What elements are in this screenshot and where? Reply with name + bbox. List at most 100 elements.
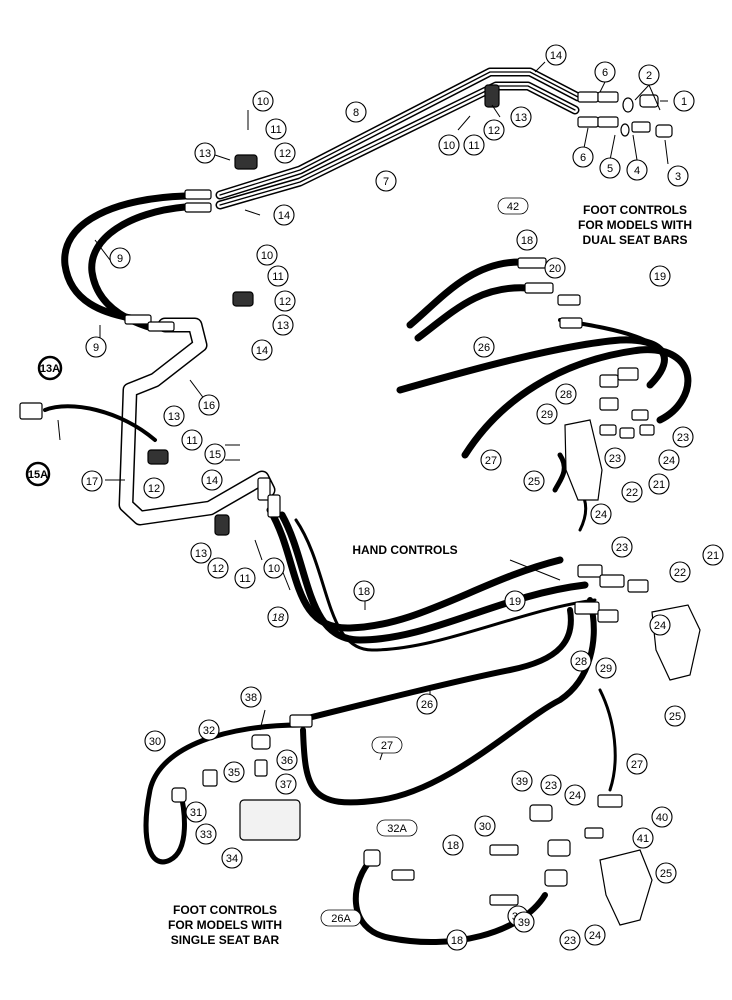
callout-c27c: 27 [626, 753, 648, 775]
callout-number: 1 [681, 96, 687, 108]
foot-single-line-3: SINGLE SEAT BAR [170, 933, 280, 947]
callout-c10d: 10 [263, 557, 285, 579]
callout-number: 24 [589, 930, 601, 942]
callout-c24d: 24 [564, 784, 586, 806]
fittings [19, 84, 701, 926]
callout-number: 23 [545, 780, 557, 792]
callout-c25b: 25 [664, 705, 686, 727]
callout-c22a: 22 [621, 481, 643, 503]
callout-c23b: 23 [604, 447, 626, 469]
callout-c4: 4 [626, 159, 648, 181]
callout-c30a: 30 [144, 730, 166, 752]
callout-number: 14 [256, 345, 268, 357]
callout-c3: 3 [667, 165, 689, 187]
callout-c42: 42 [497, 197, 529, 215]
callout-number: 23 [677, 432, 689, 444]
callout-c11a: 11 [265, 118, 287, 140]
callout-c23d: 23 [540, 774, 562, 796]
callout-c1: 1 [673, 90, 695, 112]
callout-number: 24 [595, 509, 607, 521]
callout-c20: 20 [544, 257, 566, 279]
steel-tubes [118, 67, 583, 526]
callout-number: 10 [261, 250, 273, 262]
foot-single-line-1: FOOT CONTROLS [173, 903, 277, 917]
callout-number: 3 [675, 171, 681, 183]
callout-c14c: 14 [251, 339, 273, 361]
callout-number: 17 [86, 476, 98, 488]
callout-c14b: 14 [273, 204, 295, 226]
callout-number: 12 [212, 563, 224, 575]
hand-controls-label: HAND CONTROLS [352, 543, 458, 557]
callout-c16: 16 [198, 394, 220, 416]
callout-c9a: 9 [109, 247, 131, 269]
callout-number: 23 [616, 542, 628, 554]
callout-number: 18 [272, 612, 285, 624]
callout-number: 14 [206, 475, 218, 487]
callout-number: 22 [626, 487, 638, 499]
callout-c13c: 13 [272, 314, 294, 336]
callout-c12a: 12 [274, 142, 296, 164]
callout-c11e: 11 [234, 567, 256, 589]
callout-number: 26 [478, 342, 490, 354]
callout-c22b: 22 [669, 561, 691, 583]
callout-c23a: 23 [672, 426, 694, 448]
callout-number: 9 [117, 253, 123, 265]
callout-number: 12 [279, 296, 291, 308]
callout-c27b: 27 [371, 736, 403, 754]
callout-c21b: 21 [702, 544, 724, 566]
callout-c23c: 23 [611, 536, 633, 558]
callout-number: 26 [421, 699, 433, 711]
callout-number: 10 [257, 96, 269, 108]
callout-number: 35 [228, 767, 240, 779]
callout-c29a: 29 [536, 403, 558, 425]
callout-c25c: 25 [655, 862, 677, 884]
callout-number: 10 [268, 563, 280, 575]
callout-c12d: 12 [143, 477, 165, 499]
callout-c36: 36 [276, 749, 298, 771]
callout-number: 21 [707, 550, 719, 562]
callout-c10b: 10 [438, 134, 460, 156]
callout-c11b: 11 [463, 134, 485, 156]
callout-c39b: 39 [513, 911, 535, 933]
callout-c23e: 23 [559, 929, 581, 951]
callouts: 1234566789910101010111111111112121212121… [25, 44, 724, 951]
callout-number: 18 [521, 235, 533, 247]
foot-single-line-2: FOR MODELS WITH [168, 918, 282, 932]
callout-c24c: 24 [649, 614, 671, 636]
callout-number: 25 [660, 868, 672, 880]
callout-c7: 7 [375, 170, 397, 192]
callout-number: 11 [270, 124, 281, 136]
callout-number: 12 [148, 483, 160, 495]
callout-number: 11 [186, 435, 197, 447]
callout-number: 24 [663, 455, 675, 467]
callout-c18c: 18 [353, 580, 375, 602]
callout-number: 14 [278, 210, 290, 222]
callout-number: 15A [28, 469, 48, 481]
callout-c5: 5 [599, 157, 621, 179]
foot-controls-dual-label: FOOT CONTROLS FOR MODELS WITH DUAL SEAT … [560, 203, 710, 248]
callout-number: 39 [518, 917, 530, 929]
callout-number: 5 [607, 163, 613, 175]
callout-number: 28 [560, 389, 572, 401]
callout-c34: 34 [221, 847, 243, 869]
callout-number: 37 [280, 779, 292, 791]
callout-number: 16 [203, 400, 215, 412]
callout-number: 23 [609, 453, 621, 465]
callout-number: 23 [564, 935, 576, 947]
callout-c19a: 19 [649, 265, 671, 287]
callout-c26b: 26 [416, 693, 438, 715]
callout-c28b: 28 [570, 650, 592, 672]
callout-number: 11 [239, 573, 250, 585]
callout-number: 27 [485, 455, 497, 467]
callout-c15A: 15A [25, 461, 51, 487]
callout-c40: 40 [651, 806, 673, 828]
callout-number: 13 [168, 411, 180, 423]
callout-number: 29 [600, 663, 612, 675]
callout-number: 34 [226, 853, 238, 865]
callout-c25a: 25 [523, 470, 545, 492]
callout-number: 30 [149, 736, 161, 748]
black-hoses [43, 192, 692, 946]
callout-c32: 32 [198, 719, 220, 741]
callout-number: 9 [93, 342, 99, 354]
callout-c9b: 9 [85, 336, 107, 358]
